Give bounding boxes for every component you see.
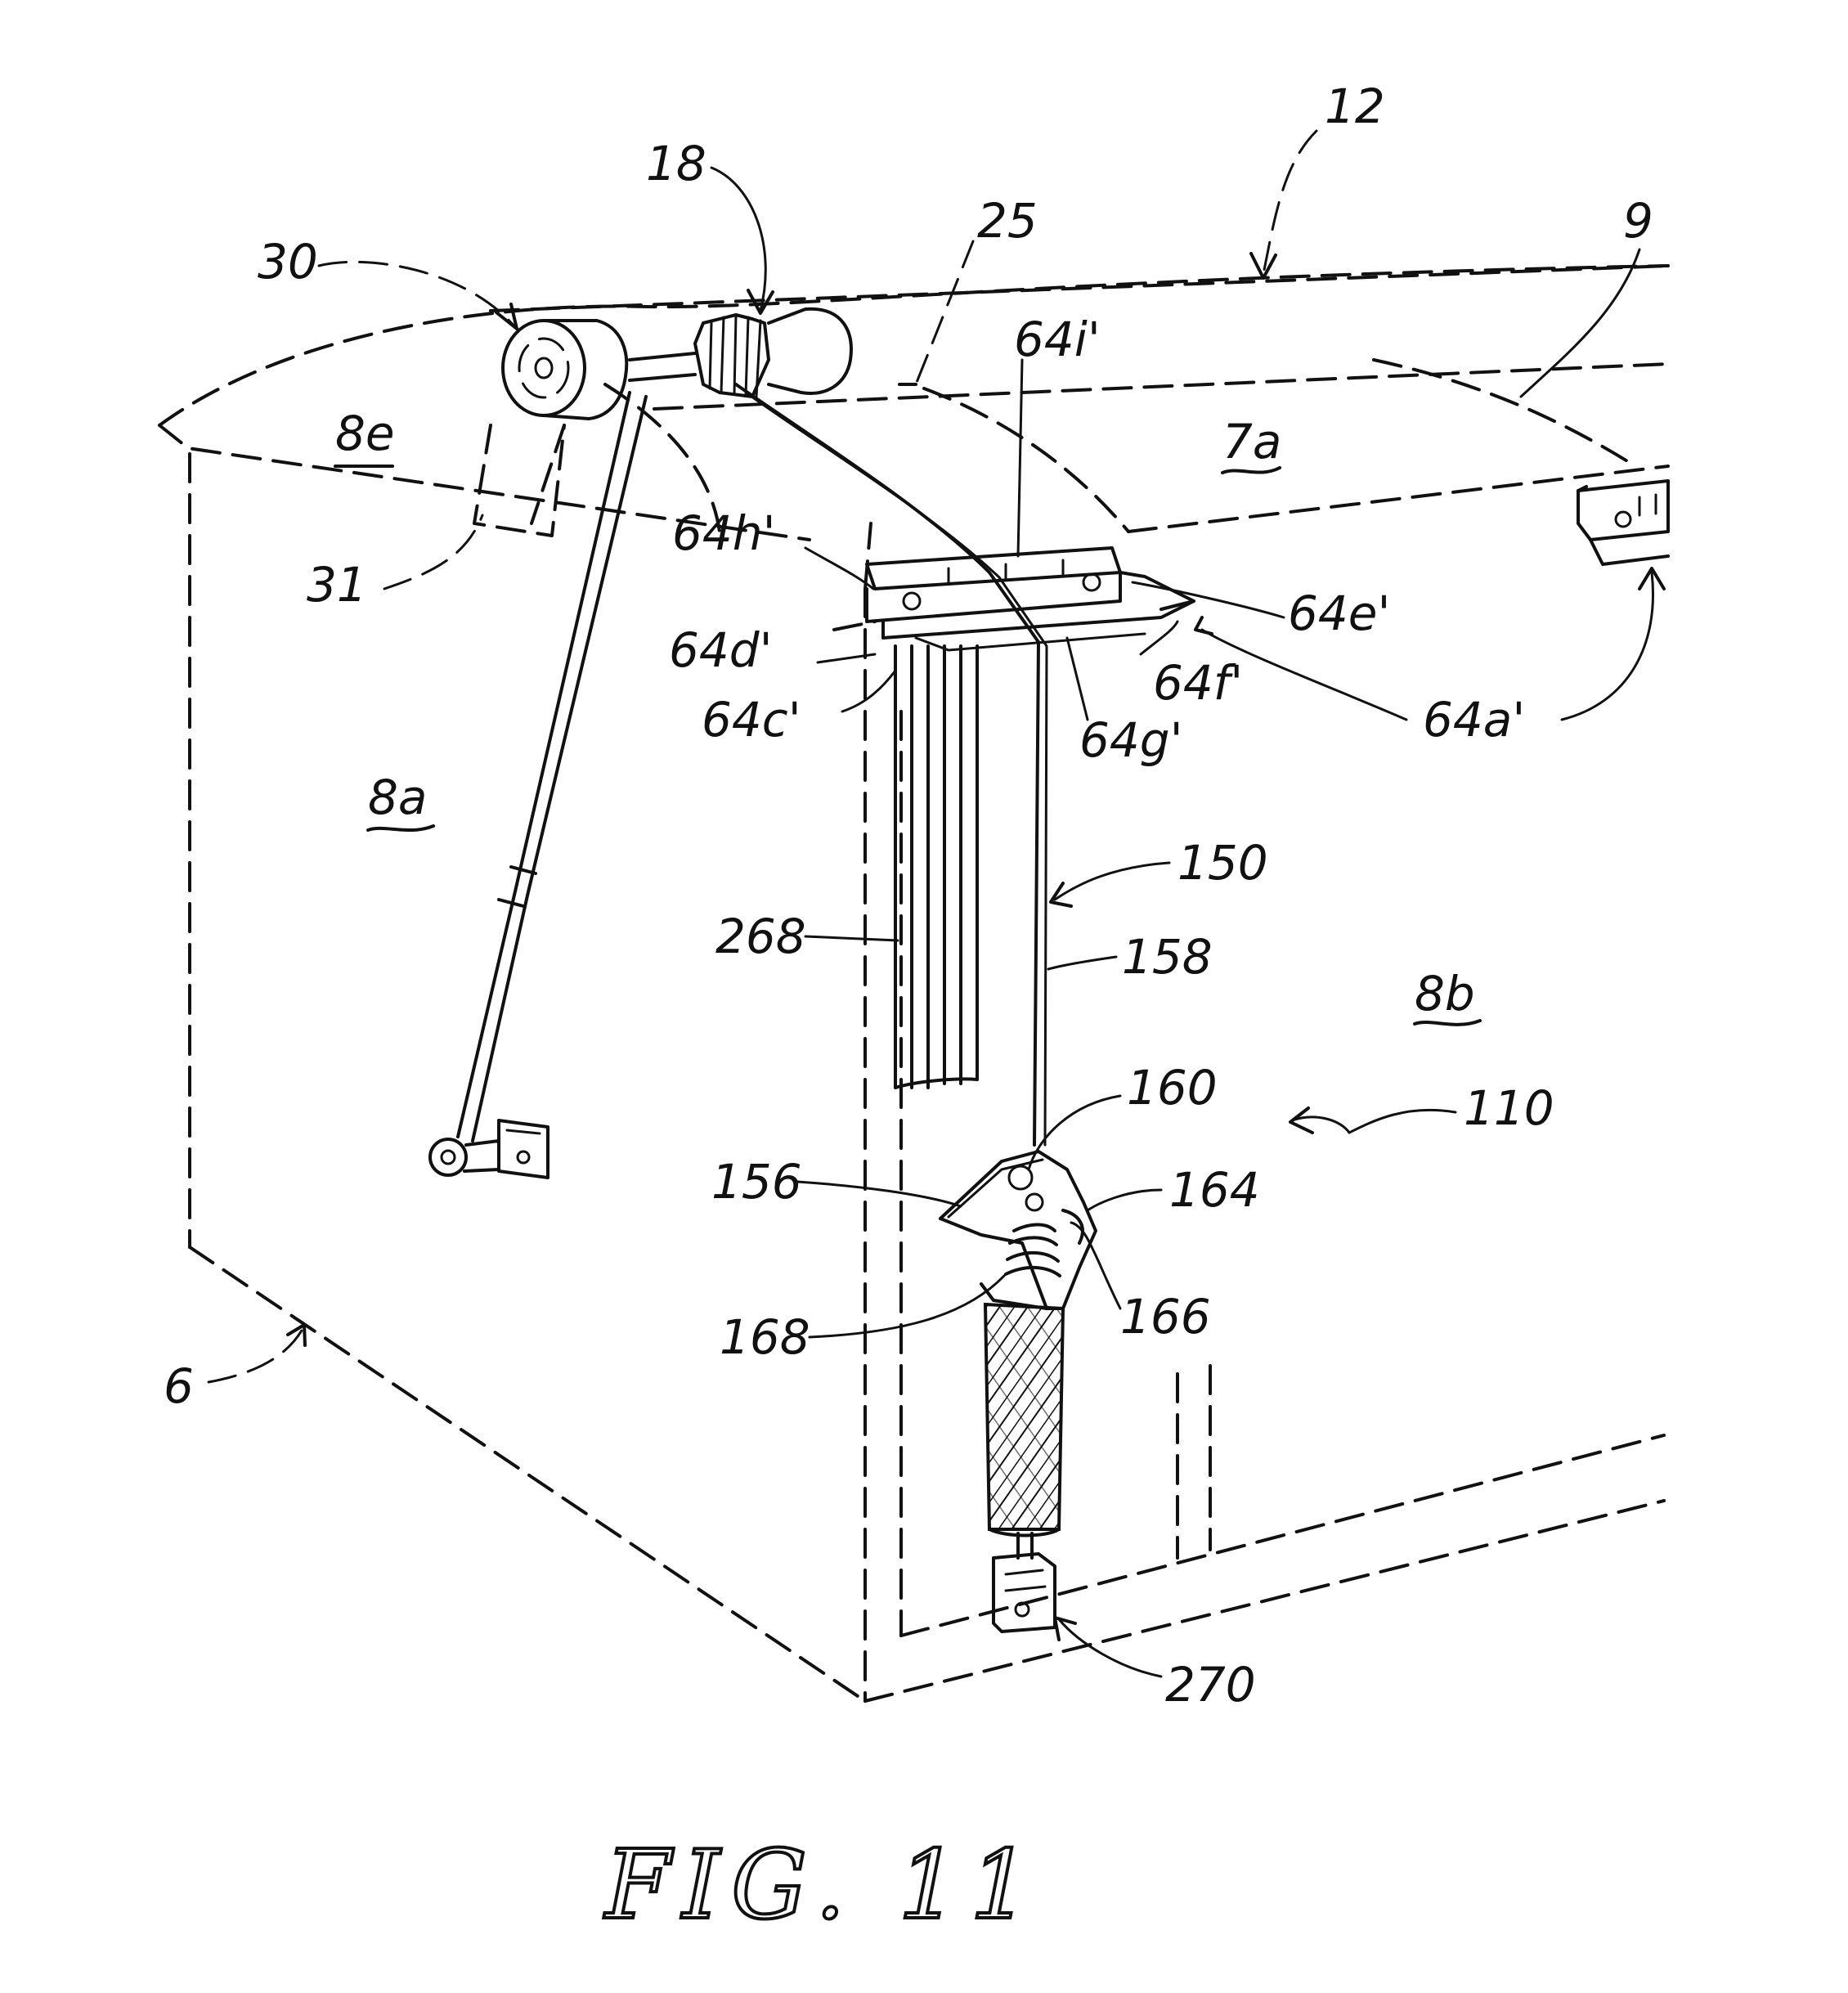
slats-268 bbox=[895, 646, 977, 1088]
pulley-30 bbox=[503, 321, 695, 419]
label-7a: 7a bbox=[1222, 414, 1281, 469]
label-18: 18 bbox=[646, 136, 706, 191]
underline-8a bbox=[368, 826, 433, 830]
anchor-clip-270 bbox=[994, 1533, 1055, 1632]
spring-housing-164 bbox=[940, 1151, 1096, 1308]
label-158: 158 bbox=[1122, 929, 1213, 985]
label-164: 164 bbox=[1169, 1162, 1260, 1218]
label-268: 268 bbox=[715, 909, 806, 964]
label-64c: 64c' bbox=[702, 692, 801, 747]
label-64i: 64i' bbox=[1014, 312, 1101, 367]
label-64h: 64h' bbox=[672, 505, 776, 561]
label-31: 31 bbox=[307, 557, 367, 613]
cable-150 bbox=[736, 384, 1047, 1145]
bracket-64a-right bbox=[1578, 481, 1668, 564]
label-6: 6 bbox=[164, 1358, 194, 1414]
label-110: 110 bbox=[1464, 1080, 1554, 1136]
bracket-64a-left bbox=[867, 548, 1194, 650]
label-64f: 64f' bbox=[1153, 655, 1243, 711]
label-270: 270 bbox=[1165, 1657, 1256, 1712]
label-64g: 64g' bbox=[1079, 712, 1183, 768]
label-168: 168 bbox=[720, 1309, 810, 1365]
label-160: 160 bbox=[1127, 1060, 1218, 1115]
label-25: 25 bbox=[977, 193, 1038, 249]
label-64d: 64d' bbox=[669, 622, 773, 678]
label-8b: 8b bbox=[1415, 966, 1475, 1021]
label-30: 30 bbox=[258, 234, 318, 290]
label-64e: 64e' bbox=[1288, 586, 1390, 641]
label-166: 166 bbox=[1120, 1289, 1211, 1344]
label-8e: 8e bbox=[335, 406, 395, 461]
spool-18 bbox=[695, 309, 851, 397]
label-150: 150 bbox=[1177, 835, 1268, 891]
leader-lines bbox=[209, 131, 1664, 1677]
figure-caption: FIG. 11 bbox=[603, 1830, 1042, 1941]
reference-labels: 12 18 25 9 30 64i' 8e 7a 64h' 31 64e' 64… bbox=[164, 79, 1653, 1712]
label-9: 9 bbox=[1623, 193, 1653, 249]
label-12: 12 bbox=[1325, 79, 1385, 134]
label-156: 156 bbox=[711, 1154, 802, 1210]
label-64a: 64a' bbox=[1423, 692, 1525, 747]
sleeve-tube bbox=[985, 1304, 1063, 1536]
label-8a: 8a bbox=[368, 770, 427, 825]
